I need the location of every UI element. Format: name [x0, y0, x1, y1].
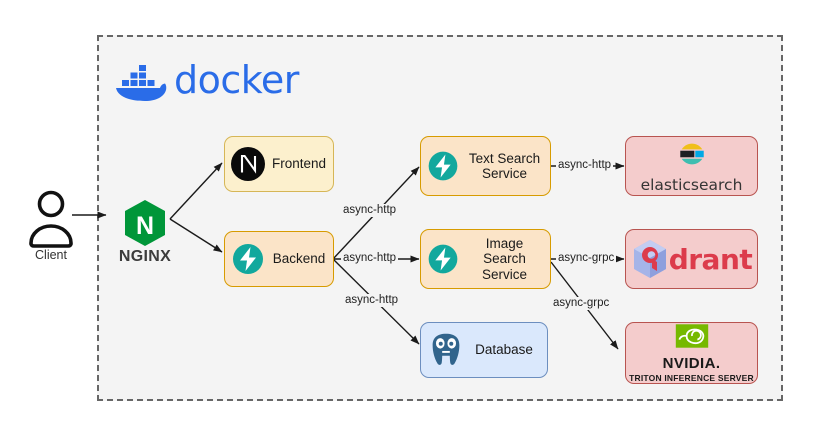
fastapi-logo — [421, 144, 465, 188]
nginx-logo: N — [125, 200, 165, 246]
node-image-search-line2: Service — [481, 266, 527, 282]
node-backend[interactable]: Backend — [224, 231, 334, 287]
edge-label-backend-to-database: async-http — [343, 294, 401, 307]
node-text-search-line1: Text Search — [468, 150, 541, 166]
nvidia-logo — [674, 323, 710, 354]
node-backend-label: Backend — [272, 251, 326, 267]
triton-sublabel: TRITON INFERENCE SERVER — [629, 373, 754, 383]
client-label: Client — [35, 248, 67, 262]
node-database-label: Database — [475, 342, 533, 358]
nginx-node: N NGINX — [108, 198, 182, 276]
node-database[interactable]: Database — [420, 322, 548, 378]
elasticsearch-label: elasticsearch — [640, 175, 743, 194]
nginx-label: NGINX — [118, 248, 172, 265]
edge-label-image-search-to-qdrant: async-grpc — [556, 252, 617, 265]
edge-label-text-search-to-elasticsearch: async-http — [556, 159, 614, 172]
node-frontend-label: Frontend — [271, 156, 327, 172]
node-text-search-line2: Service — [481, 166, 527, 181]
node-text-search-service-label: Text Search Service — [465, 151, 550, 182]
node-frontend[interactable]: Frontend — [224, 136, 334, 192]
node-image-search-line1: Image Search — [483, 235, 526, 267]
svg-text:N: N — [136, 212, 154, 240]
fastapi-logo — [225, 236, 271, 282]
person-icon — [29, 190, 73, 248]
edge-label-image-search-to-triton: async-grpc — [551, 297, 612, 310]
store-elasticsearch[interactable]: elasticsearch — [625, 136, 758, 196]
qdrant-logo — [631, 238, 669, 280]
edge-nginx-to-frontend — [169, 162, 223, 220]
qdrant-label: drant — [668, 242, 753, 276]
edge-label-backend-to-image-search: async-http — [341, 252, 399, 265]
edge-label-backend-to-text-search: async-http — [341, 204, 399, 217]
elasticsearch-logo — [677, 139, 707, 174]
docker-logo: docker — [112, 55, 299, 107]
postgresql-logo — [421, 329, 467, 371]
store-qdrant[interactable]: drant — [625, 229, 758, 289]
docker-wordmark: docker — [174, 58, 299, 102]
nextjs-logo — [225, 141, 271, 187]
store-triton[interactable]: NVIDIA. TRITON INFERENCE SERVER — [625, 322, 758, 384]
client-node: Client — [14, 188, 88, 270]
docker-whale-icon — [116, 65, 167, 101]
node-text-search-service[interactable]: Text Search Service — [420, 136, 551, 196]
node-image-search-service[interactable]: Image Search Service — [420, 229, 551, 289]
nvidia-label: NVIDIA. — [662, 355, 721, 372]
node-image-search-service-label: Image Search Service — [465, 236, 550, 283]
edge-nginx-to-backend — [169, 218, 223, 253]
fastapi-logo — [421, 237, 465, 281]
